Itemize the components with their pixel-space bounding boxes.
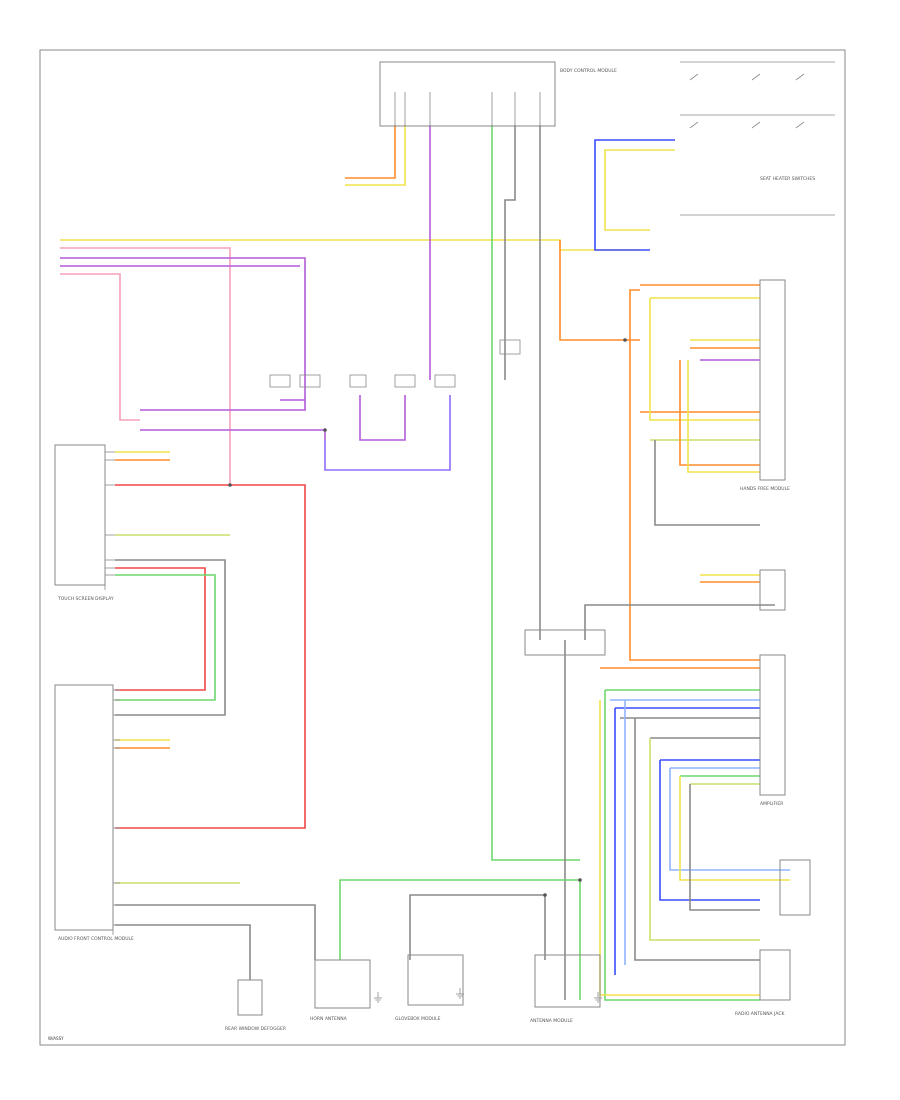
defogger-label: REAR WINDOW DEFOGGER — [225, 1026, 286, 1032]
splice-dot-icon — [543, 893, 547, 897]
grounds — [374, 988, 602, 1003]
top-module-box — [379, 61, 556, 127]
wire-red-main — [115, 484, 306, 829]
wire-yellow-right-2 — [649, 298, 760, 421]
splice-dot-icon — [228, 483, 232, 487]
wire-green-loop — [115, 574, 216, 701]
diagram-frame — [39, 49, 846, 1046]
wire-red-loop — [115, 567, 206, 691]
wire-yellow-loop — [604, 149, 675, 231]
wire-orange-top — [345, 125, 396, 179]
mid-connectors — [269, 339, 521, 388]
right-connector-1 — [759, 569, 786, 611]
wire-grey-upper — [654, 440, 760, 526]
wires — [60, 125, 790, 1001]
wire-yellow-seat — [679, 776, 790, 881]
splice-dot-icon — [323, 428, 327, 432]
antenna-module-box — [534, 954, 601, 1008]
wire-purple-mid-1 — [140, 429, 326, 440]
horn-antenna-label: HORN ANTENNA — [310, 1016, 348, 1022]
corner-note: W/ASSY — [48, 1036, 64, 1041]
switch-group-label: SEAT HEATER SWITCHES — [760, 176, 815, 182]
horn-antenna-box — [314, 959, 371, 1009]
wire-orange-main — [559, 240, 640, 341]
center-connector — [524, 629, 606, 656]
radio-jack-label: RADIO ANTENNA JACK — [735, 1011, 785, 1017]
wire-yellowgreen-v — [649, 738, 760, 941]
touch-screen-label: TOUCH SCREEN DISPLAY — [57, 596, 114, 602]
amplifier-label: AMPLIFIER — [760, 801, 783, 807]
wire-yellow-top — [345, 125, 406, 186]
wire-orange-upper-2 — [679, 360, 760, 466]
wire-green-v — [604, 690, 760, 1001]
splice-dot-icon — [623, 338, 627, 342]
touch-screen-box — [54, 444, 106, 586]
wire-green-long — [491, 125, 580, 861]
wire-bus-3 — [60, 257, 306, 411]
glovebox-box — [407, 954, 464, 1006]
splices — [228, 338, 627, 897]
wire-bus-2 — [60, 247, 231, 485]
audio-module-pins — [113, 689, 120, 926]
wire-grey-bottom-2 — [115, 924, 251, 980]
audio-module-box — [54, 684, 114, 931]
wire-blue-seat — [659, 760, 760, 901]
glovebox-label: GLOVEBOX MODULE — [395, 1016, 441, 1022]
hands-free-label: HANDS FREE MODULE — [740, 486, 790, 492]
wire-grey-bottom-bus — [409, 894, 546, 960]
top-module-pins — [394, 92, 541, 126]
wire-grey-1 — [504, 125, 516, 380]
wire-green-bottom — [339, 879, 581, 1000]
ground-symbol-icon — [374, 992, 382, 1003]
audio-module-label: AUDIO FRONT CONTROL MODULE — [58, 936, 134, 942]
ground-symbol-icon — [594, 992, 602, 1003]
amplifier-box — [759, 654, 786, 796]
wire-grey-bottom — [115, 904, 316, 960]
right-connector-3 — [759, 949, 791, 1001]
wire-grey-4 — [584, 604, 775, 640]
wire-grey-loop — [115, 559, 226, 716]
wire-yellow-upper-2 — [687, 360, 760, 473]
wire-orange-right-2 — [629, 289, 760, 661]
splice-dot-icon — [578, 878, 582, 882]
switch-group — [680, 61, 835, 216]
right-connector-2 — [779, 859, 811, 916]
wire-bus-5 — [60, 273, 140, 421]
wire-violet-mid — [324, 395, 451, 471]
top-module-label: BODY CONTROL MODULE — [560, 68, 617, 74]
ground-symbol-icon — [456, 988, 464, 999]
components: BODY CONTROL MODULE SEAT HEATER SWITCHES… — [54, 61, 835, 1032]
defogger-box — [237, 979, 263, 1016]
antenna-module-label: ANTENNA MODULE — [530, 1018, 573, 1024]
wire-blue-loop — [594, 139, 675, 251]
hands-free-box — [759, 279, 786, 481]
wire-grey-seat — [689, 784, 760, 911]
wire-purple-mid-2 — [359, 395, 406, 441]
wire-grey-v — [634, 718, 760, 961]
wire-lightblue-seat — [669, 768, 790, 871]
touch-screen-pins — [105, 451, 115, 576]
